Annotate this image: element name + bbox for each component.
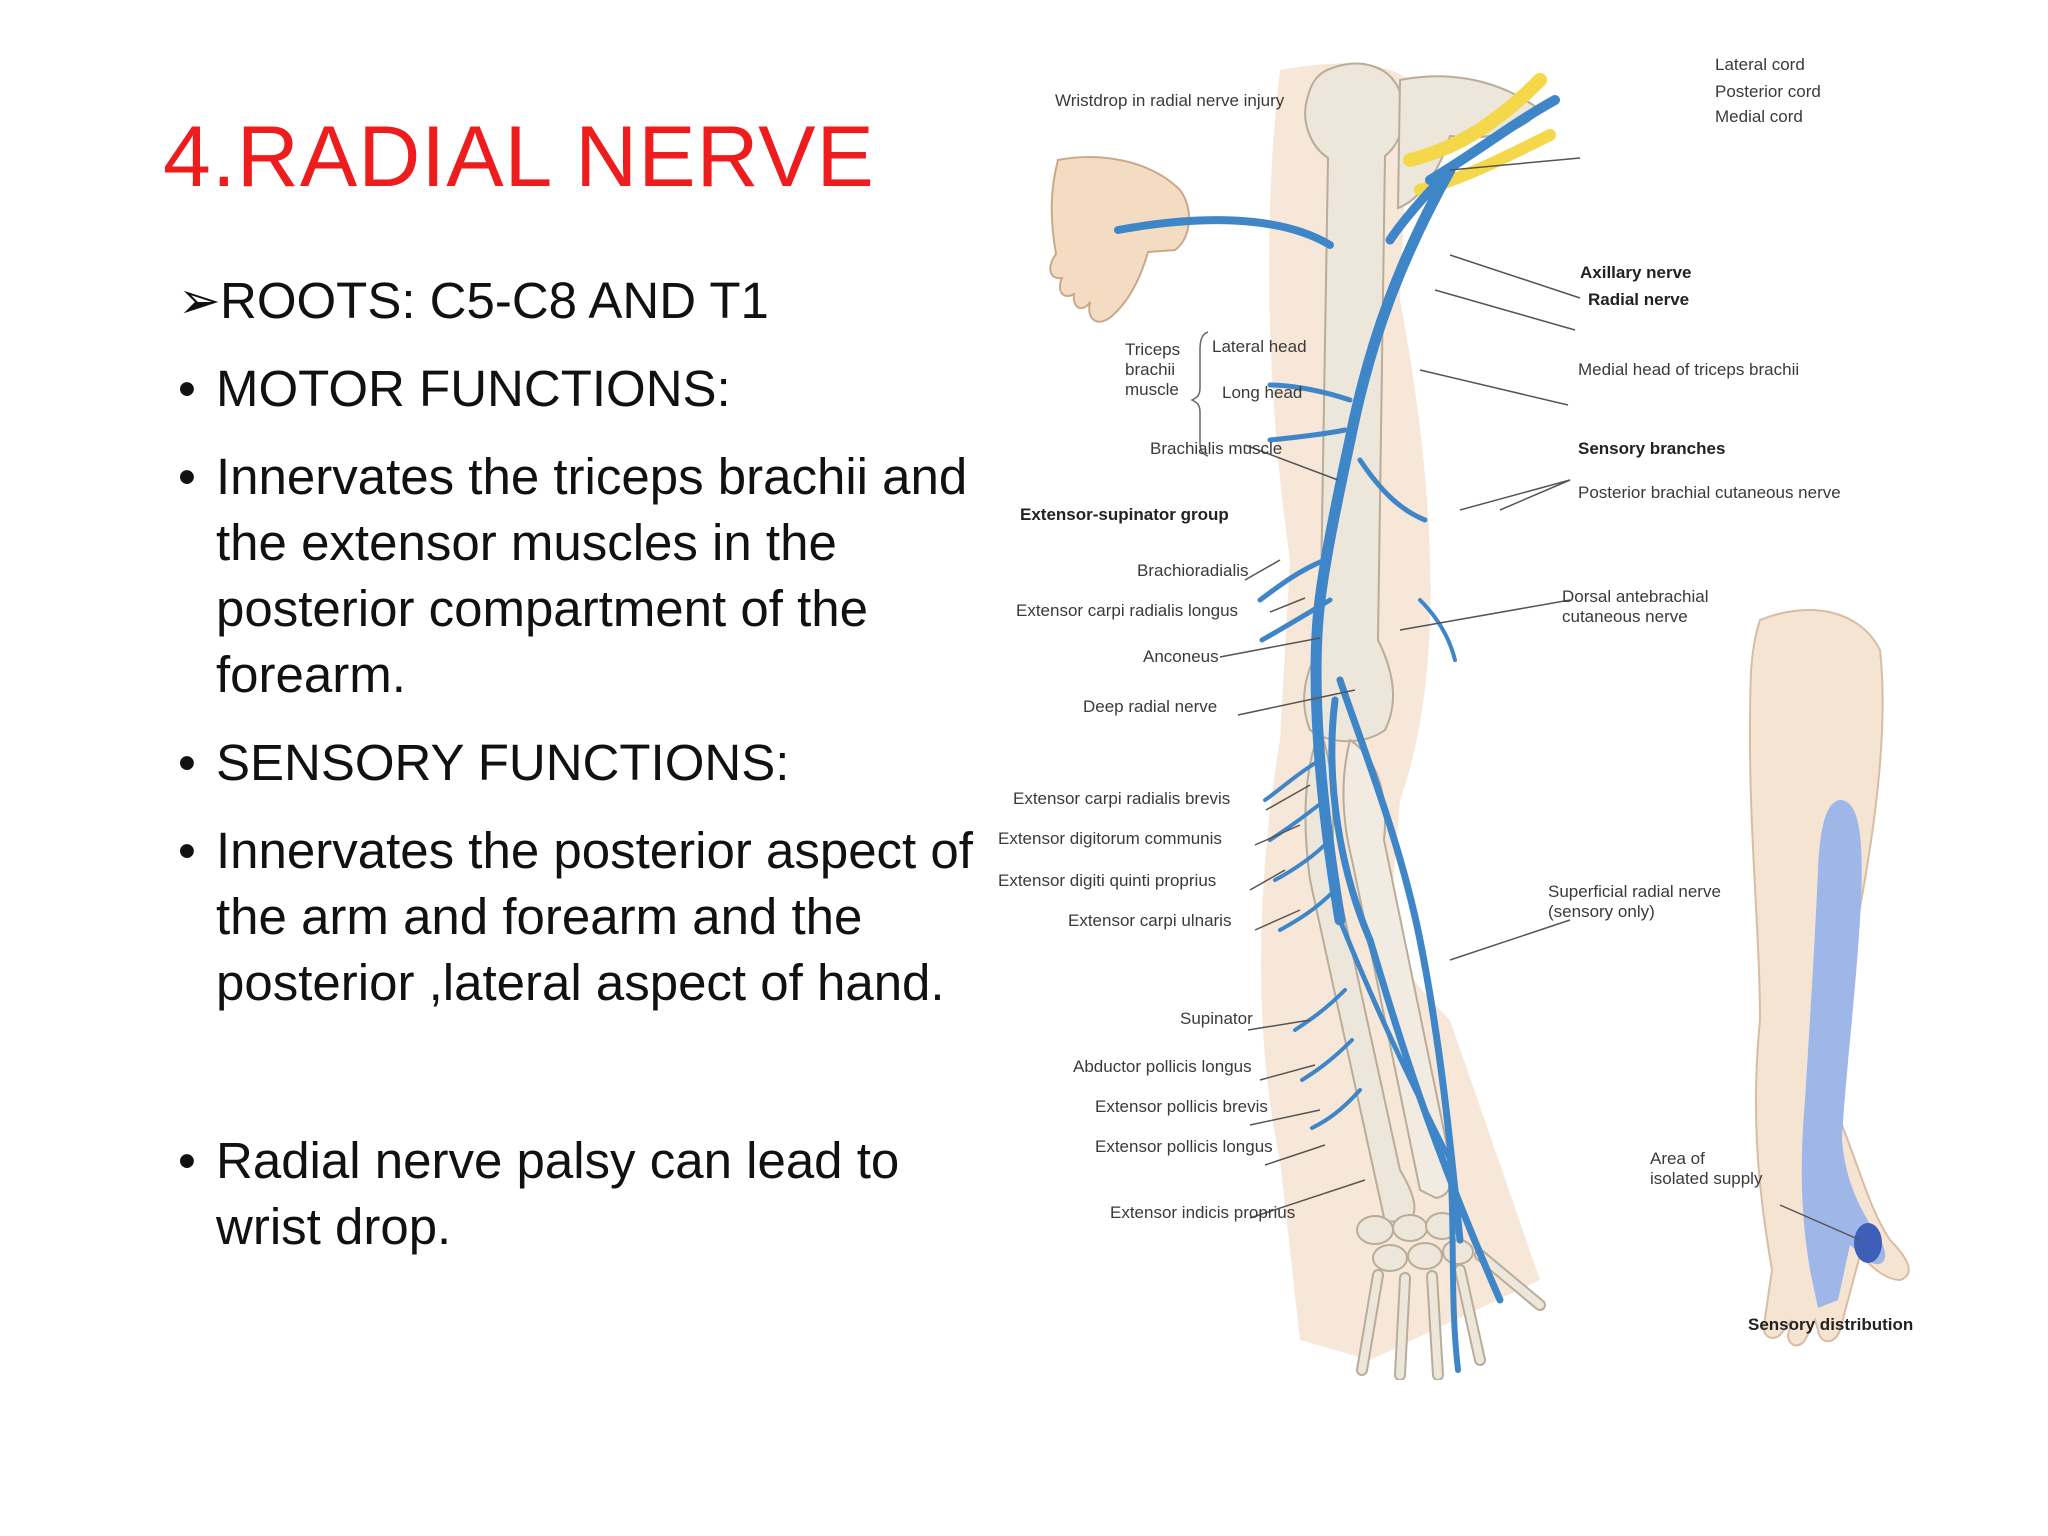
bullet-item: • Innervates the triceps brachii and the… (178, 444, 978, 708)
label-sensory-distribution: Sensory distribution (1748, 1315, 1913, 1334)
label-brachioradialis: Brachioradialis (1137, 561, 1249, 580)
triceps-brace (1190, 331, 1209, 457)
label-lateral-cord: Lateral cord (1715, 55, 1805, 74)
label-brachialis: Brachialis muscle (1150, 439, 1282, 458)
label-leader-lines (1219, 157, 1861, 1241)
ulna-bone (1342, 738, 1454, 1200)
label-area-2: isolated supply (1650, 1169, 1763, 1188)
label-ecrl: Extensor carpi radialis longus (1016, 601, 1238, 620)
label-extensor-supinator: Extensor-supinator group (1020, 505, 1229, 524)
label-eip: Extensor indicis proprius (1110, 1203, 1295, 1222)
label-long-head: Long head (1222, 383, 1302, 402)
label-epl: Extensor pollicis longus (1095, 1137, 1273, 1156)
label-posterior-cord: Posterior cord (1715, 82, 1821, 101)
bullet-text: MOTOR FUNCTIONS: (216, 360, 731, 417)
bullet-icon: • (178, 1132, 196, 1189)
label-triceps-3: muscle (1125, 380, 1179, 399)
label-lateral-head: Lateral head (1212, 337, 1307, 356)
label-edc: Extensor digitorum communis (998, 829, 1222, 848)
bullet-text: SENSORY FUNCTIONS: (216, 734, 790, 791)
diagram-labels: Wristdrop in radial nerve injury Lateral… (998, 55, 1913, 1334)
wristdrop-hand-illustration (1049, 156, 1191, 323)
bullet-text: Radial nerve palsy can lead to wrist dro… (216, 1132, 900, 1255)
bullet-text: Innervates the triceps brachii and the e… (216, 448, 968, 703)
label-axillary-nerve: Axillary nerve (1580, 263, 1692, 282)
bullet-icon: • (178, 734, 196, 791)
carpal-bones (1356, 1212, 1474, 1272)
bullet-item: • Radial nerve palsy can lead to wrist d… (178, 1128, 978, 1260)
label-supinator: Supinator (1180, 1009, 1253, 1028)
label-posterior-brachial: Posterior brachial cutaneous nerve (1578, 483, 1841, 502)
label-dorsal-ante-1: Dorsal antebrachial (1562, 587, 1708, 606)
label-superficial-1: Superficial radial nerve (1548, 882, 1721, 901)
bullet-item: • MOTOR FUNCTIONS: (178, 356, 978, 422)
bullet-icon: • (178, 360, 196, 417)
label-medial-cord: Medial cord (1715, 107, 1803, 126)
arrow-bullet-icon: ➢ (178, 272, 221, 329)
isolated-supply-area (1854, 1223, 1882, 1263)
roots-text: ROOTS: C5-C8 AND T1 (220, 272, 769, 329)
label-medial-head: Medial head of triceps brachii (1578, 360, 1799, 379)
bullet-text: Innervates the posterior aspect of the a… (216, 822, 973, 1011)
label-anconeus: Anconeus (1143, 647, 1219, 666)
bullet-item: • Innervates the posterior aspect of the… (178, 818, 978, 1016)
label-edqp: Extensor digiti quinti proprius (998, 871, 1216, 890)
label-deep-radial: Deep radial nerve (1083, 697, 1217, 716)
label-ecu: Extensor carpi ulnaris (1068, 911, 1231, 930)
label-sensory-branches: Sensory branches (1578, 439, 1725, 458)
axillary-nerve (1385, 165, 1455, 245)
label-epb: Extensor pollicis brevis (1095, 1097, 1268, 1116)
slide-title: 4.RADIAL NERVE (163, 109, 875, 205)
roots-row: ➢ ROOTS: C5-C8 AND T1 (178, 268, 978, 334)
finger-bones-fill (1358, 1251, 1544, 1379)
label-triceps-1: Triceps (1125, 340, 1180, 359)
label-ecrb: Extensor carpi radialis brevis (1013, 789, 1230, 808)
label-area-1: Area of (1650, 1149, 1705, 1168)
bullet-icon: • (178, 822, 196, 879)
bullet-item: • SENSORY FUNCTIONS: (178, 730, 978, 796)
label-apl: Abductor pollicis longus (1073, 1057, 1252, 1076)
label-superficial-2: (sensory only) (1548, 902, 1655, 921)
radial-nerve-branches (1114, 164, 1504, 1373)
bullet-icon: • (178, 448, 196, 505)
sensory-area-region (1801, 800, 1886, 1308)
bullet-list: ➢ ROOTS: C5-C8 AND T1 • MOTOR FUNCTIONS:… (178, 268, 978, 1260)
radial-nerve-diagram: Wristdrop in radial nerve injury Lateral… (998, 55, 1913, 1380)
label-wristdrop: Wristdrop in radial nerve injury (1055, 91, 1285, 110)
label-triceps-2: brachii (1125, 360, 1175, 379)
label-radial-nerve: Radial nerve (1588, 290, 1689, 309)
label-dorsal-ante-2: cutaneous nerve (1562, 607, 1688, 626)
